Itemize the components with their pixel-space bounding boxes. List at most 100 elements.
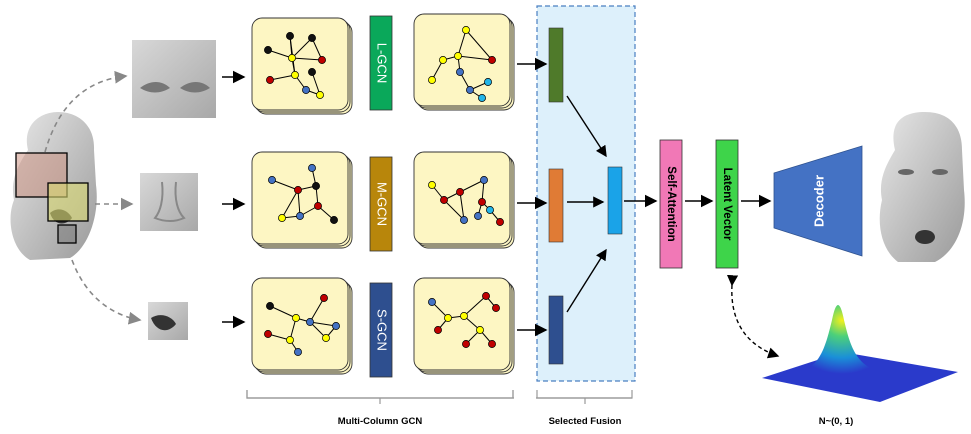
graph-node xyxy=(278,214,286,222)
graph-node xyxy=(264,330,272,338)
decoder-block: Decoder xyxy=(773,145,863,257)
latent-vector-label: Latent Vector xyxy=(721,168,733,241)
latent-vector-block: Latent Vector xyxy=(715,139,739,269)
graph-node xyxy=(486,206,494,214)
graph-node xyxy=(474,212,482,220)
graph-node xyxy=(476,326,484,334)
graph-node xyxy=(320,294,328,302)
self-attention-label: Self-Attention xyxy=(665,166,677,241)
graph-edge xyxy=(465,29,493,61)
region-box-medium xyxy=(47,182,89,222)
selected-fusion-caption: Selected Fusion xyxy=(549,416,622,427)
distribution-caption: N~(0, 1) xyxy=(819,416,854,427)
graph-node xyxy=(466,86,474,94)
graph-edge xyxy=(459,179,485,193)
graph-node xyxy=(439,56,447,64)
fused-feature-vector xyxy=(607,166,623,235)
selected-fusion-brace xyxy=(536,390,633,404)
graph-node xyxy=(266,302,274,310)
graph-panel xyxy=(413,151,515,249)
gcn-label-large: L-GCN xyxy=(375,43,390,83)
graph-panel xyxy=(413,13,515,111)
graph-node xyxy=(440,196,448,204)
region-box-small xyxy=(57,224,77,244)
graph-node xyxy=(266,76,274,84)
decoder-label: Decoder xyxy=(811,175,826,227)
graph-node xyxy=(316,91,324,99)
graph-node xyxy=(308,34,316,42)
gcn-block-large: L-GCN xyxy=(369,15,393,111)
graph-node xyxy=(268,176,276,184)
graph-edge xyxy=(311,37,323,61)
graph-edge xyxy=(457,55,493,61)
graph-node xyxy=(482,292,490,300)
graph-edge xyxy=(271,179,299,191)
graph-edge xyxy=(459,191,465,221)
graph-node xyxy=(460,312,468,320)
graph-panel xyxy=(251,277,353,375)
graph-edge xyxy=(269,74,296,81)
eye-region-crop xyxy=(132,40,216,118)
graph-node xyxy=(492,304,500,312)
graph-node xyxy=(428,76,436,84)
mouth-region-crop xyxy=(148,302,188,340)
graph-node xyxy=(332,322,340,330)
graph-node xyxy=(312,182,320,190)
graph-edge xyxy=(457,29,467,57)
gcn-label-medium: M-GCN xyxy=(375,182,390,226)
graph-node xyxy=(264,46,272,54)
graph-edge xyxy=(267,49,293,59)
graph-node xyxy=(488,56,496,64)
feature-vector-large xyxy=(548,27,564,103)
graph-node xyxy=(428,181,436,189)
graph-node xyxy=(330,216,338,224)
gcn-block-medium: M-GCN xyxy=(369,156,393,252)
graph-node xyxy=(462,26,470,34)
graph-node xyxy=(460,216,468,224)
dashed-arrow-to-mouth-crop xyxy=(71,259,142,325)
dashed-arrow-to-eye-crop xyxy=(44,70,128,153)
graph-edge xyxy=(463,295,487,317)
feature-vector-medium xyxy=(548,168,564,243)
graph-node xyxy=(291,71,299,79)
sampling-dashed-arrow xyxy=(726,274,780,359)
graph-node xyxy=(292,314,300,322)
gcn-block-small: S-GCN xyxy=(369,282,393,378)
graph-node xyxy=(306,318,314,326)
graph-node xyxy=(288,54,296,62)
graph-node xyxy=(296,212,304,220)
graph-node xyxy=(456,68,464,76)
graph-node xyxy=(294,186,302,194)
graph-node xyxy=(484,78,492,86)
graph-node xyxy=(286,336,294,344)
feature-vector-small xyxy=(548,295,564,365)
graph-node xyxy=(308,164,316,172)
graph-node xyxy=(318,56,326,64)
output-face-mesh xyxy=(879,112,965,262)
gcn-label-small: S-GCN xyxy=(375,309,390,351)
nose-region-crop xyxy=(140,173,198,231)
graph-panel xyxy=(251,151,353,249)
graph-edge xyxy=(281,189,299,219)
graph-edge xyxy=(297,189,301,217)
graph-edge xyxy=(311,71,321,96)
graph-edge xyxy=(291,57,323,61)
graph-edge xyxy=(443,199,465,221)
graph-edge xyxy=(269,305,297,319)
graph-node xyxy=(302,86,310,94)
multi-column-caption: Multi-Column GCN xyxy=(338,416,423,427)
graph-node xyxy=(314,202,322,210)
multi-column-brace-clean xyxy=(246,390,514,399)
self-attention-block: Self-Attention xyxy=(659,139,683,269)
graph-edge xyxy=(309,297,325,323)
graph-panel xyxy=(413,277,515,375)
multi-column-brace xyxy=(246,390,632,404)
graph-node xyxy=(480,176,488,184)
graph-edge xyxy=(309,321,337,327)
input-face-mesh xyxy=(10,112,97,260)
graph-node xyxy=(294,348,302,356)
graph-node xyxy=(488,340,496,348)
graph-node xyxy=(286,32,294,40)
graph-node xyxy=(456,188,464,196)
